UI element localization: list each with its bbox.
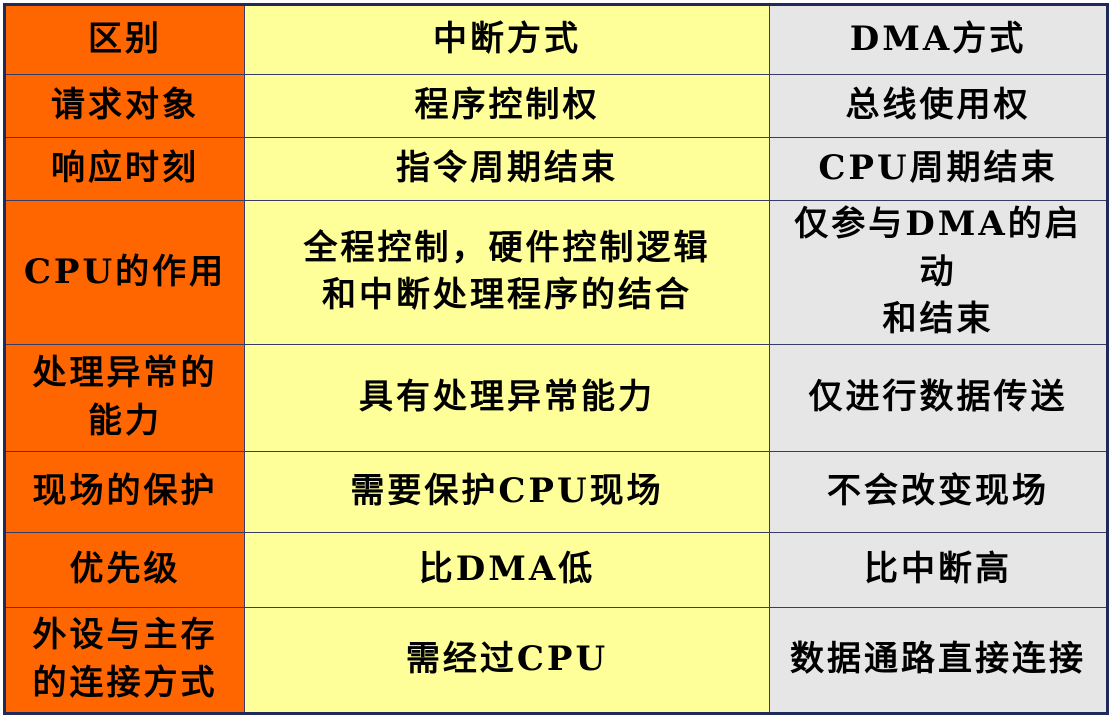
interrupt-cell: 程序控制权 xyxy=(244,74,770,138)
dma-cell: 仅进行数据传送 xyxy=(769,343,1108,452)
row-label: 优先级 xyxy=(4,531,245,608)
table-row: 请求对象 程序控制权 总线使用权 xyxy=(4,74,1108,138)
interrupt-cell: 需经过CPU xyxy=(244,606,770,714)
row-label: 现场的保护 xyxy=(4,450,245,533)
table-row: 外设与主存 的连接方式 需经过CPU 数据通路直接连接 xyxy=(4,606,1108,714)
interrupt-cell: 具有处理异常能力 xyxy=(244,343,770,452)
dma-cell: 数据通路直接连接 xyxy=(769,606,1108,714)
table-row: 响应时刻 指令周期结束 CPU周期结束 xyxy=(4,137,1108,201)
dma-cell-line-1: 仅参与DMA的启动 xyxy=(794,204,1082,292)
row-label-line-1: 外设与主存 xyxy=(32,615,218,656)
row-label: CPU的作用 xyxy=(4,200,245,345)
dma-cell-line-2: 和结束 xyxy=(882,299,994,340)
interrupt-cell: 指令周期结束 xyxy=(244,137,770,201)
header-cell-aspect: 区别 xyxy=(4,4,245,75)
row-label: 处理异常的 能力 xyxy=(4,343,245,452)
interrupt-cell: 全程控制，硬件控制逻辑 和中断处理程序的结合 xyxy=(244,200,770,345)
interrupt-cell-line-2: 和中断处理程序的结合 xyxy=(322,275,692,316)
interrupt-cell-line-1: 全程控制，硬件控制逻辑 xyxy=(303,227,711,268)
dma-cell: 不会改变现场 xyxy=(769,450,1108,533)
dma-cell: 仅参与DMA的启动 和结束 xyxy=(769,200,1108,345)
dma-cell: 比中断高 xyxy=(769,531,1108,608)
row-label-line-2: 能力 xyxy=(88,400,162,441)
interrupt-cell: 需要保护CPU现场 xyxy=(244,450,770,533)
header-cell-dma: DMA方式 xyxy=(769,4,1108,75)
comparison-table-container: 区别 中断方式 DMA方式 请求对象 程序控制权 总线使用权 响应时刻 指令周期… xyxy=(3,3,1109,715)
row-label: 请求对象 xyxy=(4,74,245,138)
interrupt-cell: 比DMA低 xyxy=(244,531,770,608)
row-label-line-2: 的连接方式 xyxy=(32,662,218,703)
table-row: 优先级 比DMA低 比中断高 xyxy=(4,531,1108,608)
dma-cell: 总线使用权 xyxy=(769,74,1108,138)
dma-cell: CPU周期结束 xyxy=(769,137,1108,201)
table-row: CPU的作用 全程控制，硬件控制逻辑 和中断处理程序的结合 仅参与DMA的启动 … xyxy=(4,200,1108,345)
table-row: 处理异常的 能力 具有处理异常能力 仅进行数据传送 xyxy=(4,343,1108,452)
header-cell-interrupt: 中断方式 xyxy=(244,4,770,75)
interrupt-vs-dma-comparison-table: 区别 中断方式 DMA方式 请求对象 程序控制权 总线使用权 响应时刻 指令周期… xyxy=(3,3,1109,715)
table-header-row: 区别 中断方式 DMA方式 xyxy=(4,4,1108,75)
row-label-line-1: 处理异常的 xyxy=(32,353,218,394)
row-label: 外设与主存 的连接方式 xyxy=(4,606,245,714)
table-row: 现场的保护 需要保护CPU现场 不会改变现场 xyxy=(4,450,1108,533)
row-label: 响应时刻 xyxy=(4,137,245,201)
